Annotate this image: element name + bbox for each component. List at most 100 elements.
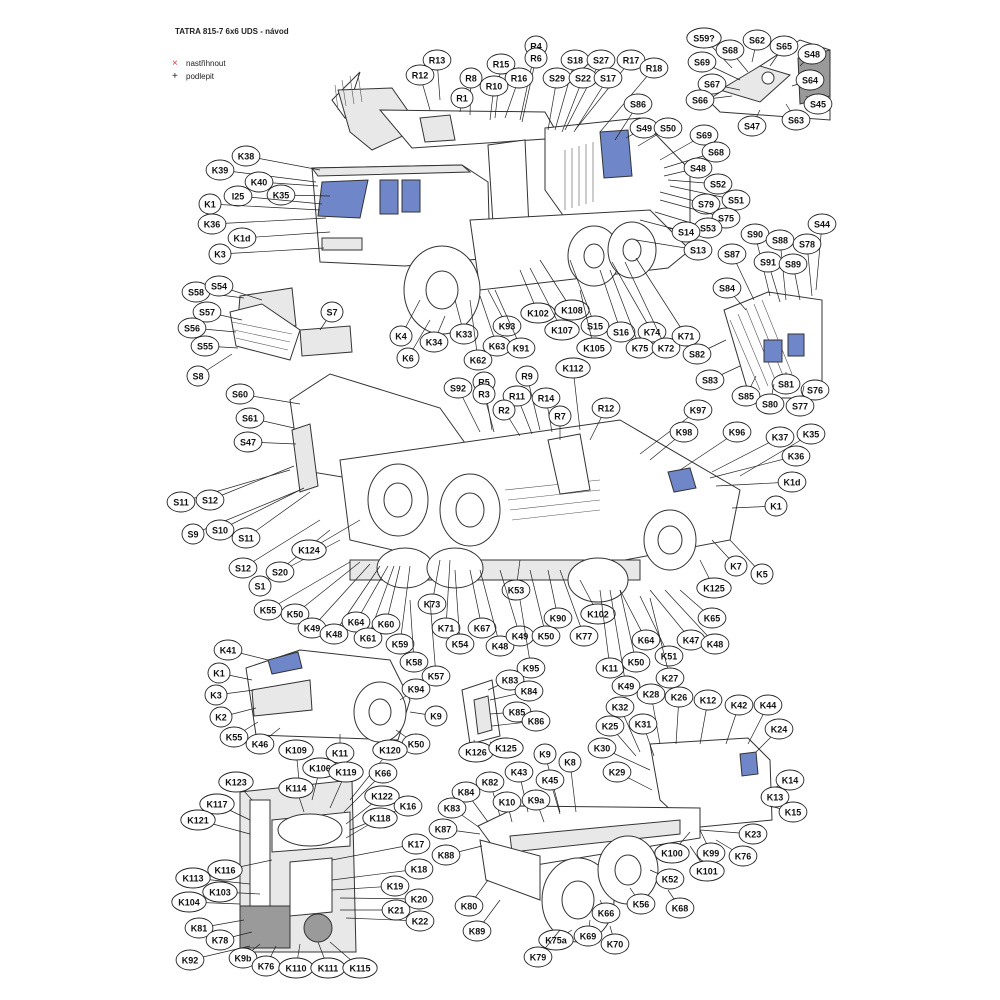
callout-label: K64	[348, 618, 365, 628]
callout-label: K24	[771, 725, 788, 735]
callout-label: K26	[671, 693, 688, 703]
callout-k46: K46	[245, 733, 275, 755]
callout-s61: S61	[235, 407, 265, 429]
leader-line	[611, 261, 653, 333]
callout-label: K67	[474, 624, 491, 634]
callout-k12: K12	[693, 689, 723, 711]
callout-label: K82	[482, 778, 499, 788]
callout-k120: K120	[372, 739, 408, 761]
callout-label: K29	[609, 768, 626, 778]
callout-s50: S50	[653, 117, 683, 139]
callout-label: K55	[260, 606, 277, 616]
callout-i25: I25	[223, 185, 253, 207]
callout-label: K123	[225, 778, 247, 788]
callout-k45: K45	[535, 769, 565, 791]
callout-s69: S69	[687, 51, 717, 73]
callout-label: K46	[252, 740, 269, 750]
callout-r12: R12	[405, 64, 435, 86]
callout-label: K36	[788, 452, 805, 462]
callout-label: K35	[273, 191, 290, 201]
callout-label: K1d	[783, 478, 800, 488]
leader-line	[599, 589, 611, 669]
leader-line	[529, 569, 547, 637]
callout-label: S87	[724, 250, 740, 260]
callout-label: S8	[192, 372, 203, 382]
callout-k21: K21	[381, 899, 411, 921]
callout-k103: K103	[202, 881, 238, 903]
callout-s10: S10	[205, 519, 235, 541]
callout-s16: S16	[606, 321, 636, 343]
callout-label: K98	[676, 428, 693, 438]
callout-s89: S89	[778, 253, 808, 275]
main-truck-illustration	[311, 71, 691, 335]
callout-s92: S92	[443, 377, 473, 399]
callout-label: S75	[718, 214, 734, 224]
callout-k35: K35	[266, 184, 296, 206]
callout-label: K12	[700, 696, 717, 706]
leader-line	[739, 433, 812, 477]
callout-label: S54	[211, 282, 227, 292]
callout-label: S60	[232, 390, 248, 400]
callout-label: K85	[509, 708, 526, 718]
callout-k10: K10	[492, 791, 522, 813]
callout-k110: K110	[278, 957, 314, 979]
callout-label: K9b	[234, 954, 252, 964]
callout-label: K19	[387, 882, 404, 892]
callout-label: S58	[188, 288, 204, 298]
callout-label: K1	[213, 669, 225, 679]
callout-label: K115	[349, 964, 370, 974]
callout-label: S10	[212, 526, 228, 536]
callout-label: R18	[646, 64, 663, 74]
callout-k9a: K9a	[521, 789, 551, 811]
callout-r11: R11	[502, 385, 532, 407]
callout-label: R10	[486, 82, 503, 92]
callout-label: K117	[206, 800, 227, 810]
callout-label: R13	[429, 56, 446, 66]
callout-k13: K13	[760, 786, 790, 808]
callout-label: R6	[530, 54, 542, 64]
callout-k104: K104	[171, 891, 207, 913]
callout-s66: S66	[685, 89, 715, 111]
leader-line	[331, 868, 420, 881]
callout-label: S22	[575, 74, 591, 84]
callout-label: K122	[371, 792, 393, 802]
callout-label: K45	[542, 776, 559, 786]
callout-label: R1	[456, 94, 468, 104]
callout-s29: S29	[542, 67, 572, 89]
callout-label: K11	[332, 749, 348, 759]
callout-label: K94	[408, 685, 425, 695]
callout-s52: S52	[703, 173, 733, 195]
callout-label: K84	[458, 788, 475, 798]
callout-r15: R15	[486, 53, 516, 75]
callout-label: S83	[702, 376, 718, 386]
callout-k118: K118	[362, 807, 398, 829]
callout-label: K49	[618, 682, 635, 692]
callout-label: K93	[499, 322, 516, 332]
callout-s47: S47	[233, 431, 263, 453]
callout-k30: K30	[587, 737, 617, 759]
callout-s1: S1	[248, 575, 272, 597]
callout-k1d: K1d	[777, 471, 807, 493]
callout-label: K108	[561, 306, 583, 316]
callout-s85: S85	[731, 385, 761, 407]
callout-k55: K55	[219, 726, 249, 748]
callout-label: S68	[722, 46, 738, 56]
callout-label: K58	[406, 658, 423, 668]
leader-line	[209, 465, 295, 501]
leader-line	[399, 565, 411, 645]
callout-label: S82	[689, 350, 705, 360]
callout-k3: K3	[208, 243, 232, 265]
leader-line	[294, 561, 361, 615]
callout-label: K30	[594, 744, 611, 754]
callout-r18: R18	[639, 57, 669, 79]
callout-label: R17	[623, 56, 640, 66]
callout-k83: K83	[495, 669, 525, 691]
callout-label: K9	[430, 712, 442, 722]
callout-k96: K96	[722, 421, 752, 443]
callout-label: K35	[803, 430, 820, 440]
callout-k50: K50	[280, 603, 310, 625]
callout-k57: K57	[421, 665, 451, 687]
callout-label: K63	[489, 342, 506, 352]
callout-s12: S12	[228, 557, 258, 579]
leader-line	[574, 59, 632, 131]
